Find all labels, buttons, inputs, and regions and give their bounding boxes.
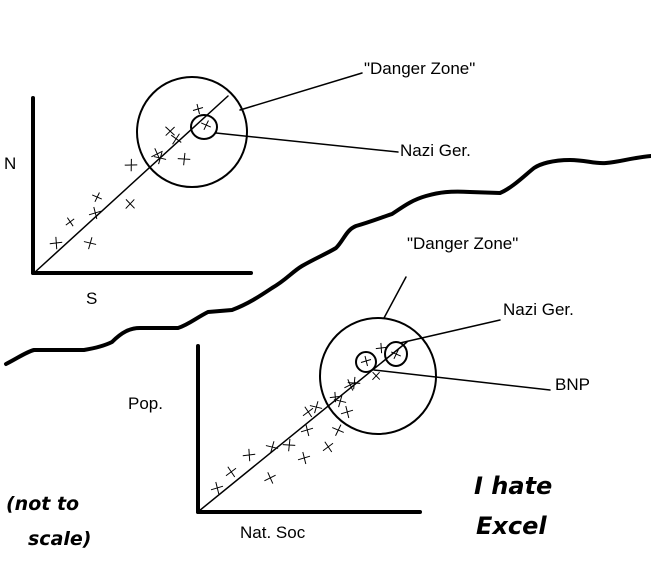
scatter-mark bbox=[391, 349, 401, 360]
note-not-to-scale-line1: (not to bbox=[6, 493, 79, 515]
top-nazi-leader bbox=[215, 132, 399, 153]
scatter-mark bbox=[264, 472, 276, 484]
bottom-danger-zone-circle bbox=[319, 317, 437, 435]
scatter-mark bbox=[153, 152, 167, 165]
bottom-bnp-circle bbox=[355, 351, 377, 373]
scatter-mark bbox=[322, 441, 334, 453]
scatter-mark bbox=[347, 376, 361, 390]
bottom-nazi-circle bbox=[384, 341, 408, 367]
note-excel-line2: Excel bbox=[476, 512, 547, 540]
scatter-mark bbox=[201, 120, 211, 131]
bottom-nazi-leader bbox=[399, 319, 501, 344]
scatter-mark bbox=[332, 424, 344, 436]
scatter-mark bbox=[360, 355, 372, 367]
scatter-mark bbox=[124, 158, 138, 172]
bottom-nazi-label: Nazi Ger. bbox=[503, 300, 574, 319]
bottom-bnp-label: BNP bbox=[555, 375, 590, 394]
scatter-mark bbox=[88, 206, 102, 220]
scatter-mark bbox=[92, 192, 102, 203]
bottom-bnp-leader bbox=[373, 369, 551, 391]
scatter-mark bbox=[375, 342, 387, 354]
top-nazi-label: Nazi Ger. bbox=[400, 141, 471, 160]
scatter-mark bbox=[242, 448, 256, 462]
wavy-divider bbox=[4, 154, 651, 366]
scatter-mark bbox=[125, 199, 135, 209]
scatter-mark bbox=[333, 395, 347, 408]
bottom-zone-leader bbox=[383, 276, 407, 319]
scatter-mark bbox=[49, 236, 63, 250]
scatter-mark bbox=[372, 371, 381, 381]
scatter-mark bbox=[177, 152, 191, 166]
top-zone-leader bbox=[239, 72, 363, 111]
scatter-mark bbox=[340, 405, 354, 419]
scatter-mark bbox=[309, 401, 323, 414]
bottom-scatter-marks bbox=[210, 342, 401, 495]
scatter-mark bbox=[329, 391, 341, 403]
scatter-mark bbox=[265, 441, 279, 454]
bottom-trend-line bbox=[198, 341, 408, 512]
note-not-to-scale-line2: scale) bbox=[28, 528, 91, 550]
top-chart: N S "Danger Zone" Nazi Ger. bbox=[4, 59, 475, 308]
scatter-mark bbox=[165, 126, 175, 136]
scatter-mark bbox=[210, 481, 224, 495]
bottom-y-axis-label: Pop. bbox=[128, 394, 163, 413]
scatter-mark bbox=[225, 466, 237, 478]
scatter-mark bbox=[282, 438, 296, 452]
top-y-axis-label: N bbox=[4, 154, 16, 173]
top-zone-label: "Danger Zone" bbox=[364, 59, 475, 78]
top-danger-zone-circle bbox=[136, 76, 248, 188]
bottom-chart: Pop. Nat. Soc "Danger Zone" Nazi Ger. BN… bbox=[128, 234, 590, 542]
top-scatter-marks bbox=[49, 103, 211, 250]
scatter-mark bbox=[192, 103, 204, 115]
scatter-mark bbox=[83, 237, 97, 250]
top-nazi-circle bbox=[190, 114, 218, 140]
bottom-x-axis-label: Nat. Soc bbox=[240, 523, 306, 542]
scatter-mark bbox=[302, 406, 314, 418]
bottom-zone-label: "Danger Zone" bbox=[407, 234, 518, 253]
top-x-axis-label: S bbox=[86, 289, 97, 308]
top-trend-line bbox=[33, 95, 229, 274]
note-i-hate-line1: I hate bbox=[474, 472, 552, 500]
scatter-mark bbox=[170, 133, 182, 145]
scatter-mark bbox=[65, 217, 75, 227]
scatter-mark bbox=[297, 451, 311, 465]
scatter-mark bbox=[300, 423, 314, 437]
